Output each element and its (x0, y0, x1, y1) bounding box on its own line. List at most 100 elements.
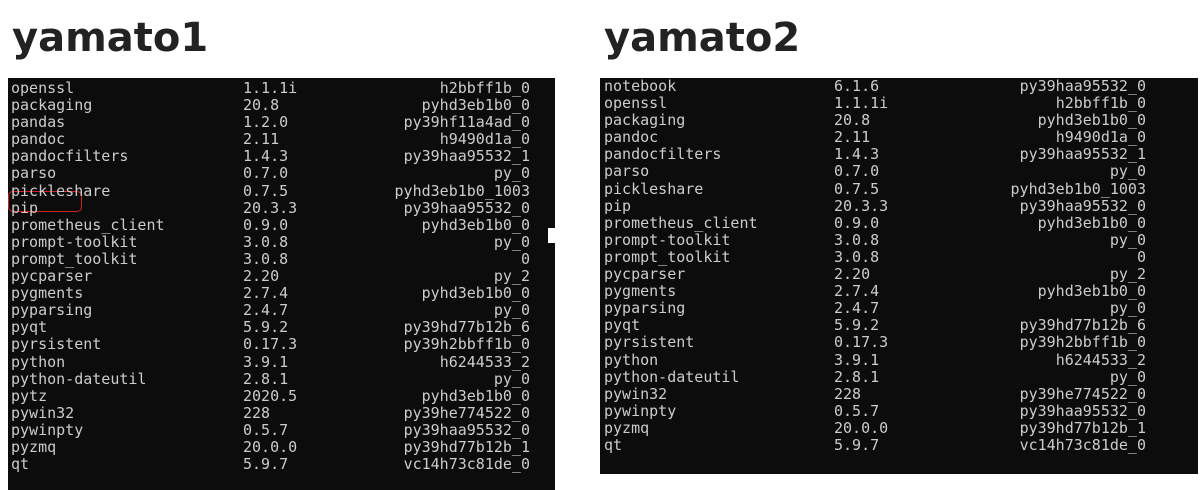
package-build: py_0 (1109, 367, 1146, 386)
package-name: prompt_toolkit (11, 249, 138, 268)
package-name: pandoc (11, 130, 66, 149)
console-cursor (548, 228, 555, 243)
package-version: 3.0.8 (243, 232, 289, 251)
package-name: python (11, 352, 66, 371)
package-build: py_0 (493, 232, 530, 251)
package-version: 0.5.7 (834, 401, 880, 420)
package-build: py39haa95532_0 (1019, 196, 1146, 215)
package-build: pyhd3eb1b0_0 (421, 215, 530, 234)
package-build: py_2 (1109, 265, 1146, 284)
package-name: pyzmq (604, 418, 650, 437)
package-version: 0.17.3 (243, 335, 298, 354)
package-version: 0.17.3 (834, 333, 889, 352)
package-version: 20.3.3 (243, 198, 298, 217)
package-name: python-dateutil (604, 367, 740, 386)
package-version: 2.20 (243, 267, 280, 286)
package-version: 2.20 (834, 265, 871, 284)
package-name: qt (11, 455, 30, 474)
package-version: 3.9.1 (243, 352, 289, 371)
package-name: pandoc (604, 128, 659, 147)
package-name: pyparsing (11, 301, 93, 320)
package-name: packaging (11, 96, 93, 115)
package-build: py_0 (493, 301, 530, 320)
package-build: py39he774522_0 (1019, 384, 1146, 403)
package-version: 5.9.2 (243, 318, 289, 337)
package-version: 3.0.8 (834, 230, 880, 249)
package-build: h9490d1a_0 (439, 130, 530, 149)
package-build: pyhd3eb1b0_0 (421, 96, 530, 115)
package-version: 5.9.7 (243, 455, 289, 474)
package-name: prompt-toolkit (604, 230, 731, 249)
package-version: 2.7.4 (834, 282, 880, 301)
package-version: 3.0.8 (834, 247, 880, 266)
package-build: py_0 (493, 369, 530, 388)
package-version: 5.9.2 (834, 316, 880, 335)
package-build: pyhd3eb1b0_0 (421, 284, 530, 303)
package-version: 1.1.1i (243, 79, 298, 97)
package-name: packaging (604, 111, 686, 130)
package-build: py39hd77b12b_1 (403, 437, 530, 456)
package-name: pandocfilters (604, 145, 722, 164)
package-version: 1.2.0 (243, 113, 289, 132)
package-name: pygments (11, 284, 84, 303)
package-version: 0.7.0 (243, 164, 289, 183)
package-name: parso (604, 162, 650, 181)
package-name: pyqt (604, 316, 641, 335)
package-build: vc14h73c81de_0 (403, 455, 530, 474)
package-version: 6.1.6 (834, 78, 880, 95)
package-version: 1.4.3 (243, 147, 289, 166)
package-version: 2.8.1 (243, 369, 289, 388)
package-name: pandocfilters (11, 147, 129, 166)
package-name: pyqt (11, 318, 48, 337)
package-name: prompt_toolkit (604, 247, 731, 266)
package-version: 228 (243, 403, 271, 422)
package-version: 20.3.3 (834, 196, 889, 215)
package-build: pyhd3eb1b0_1003 (394, 181, 530, 200)
package-name: pyrsistent (11, 335, 102, 354)
package-version: 2020.5 (243, 386, 298, 405)
package-build: py39haa95532_0 (1019, 78, 1146, 95)
package-row: prompt_toolkit 3.0.8 0 (600, 247, 1198, 266)
package-build: py_0 (1109, 299, 1146, 318)
package-version: 3.0.8 (243, 249, 289, 268)
package-build: py39h2bbff1b_0 (1019, 333, 1146, 352)
package-build: 0 (1136, 247, 1146, 266)
package-name: qt (604, 435, 623, 454)
package-build: h6244533_2 (439, 352, 530, 371)
package-row: python 3.9.1 h6244533_2 (8, 352, 555, 371)
package-name: pyparsing (604, 299, 686, 318)
package-name: parso (11, 164, 57, 183)
package-name: python (604, 350, 659, 369)
package-version: 20.0.0 (243, 437, 298, 456)
package-build: h2bbff1b_0 (439, 79, 530, 97)
package-name: pip (604, 196, 632, 215)
package-build: py39hf11a4ad_0 (403, 113, 530, 132)
right-panel-title: yamato2 (604, 15, 801, 61)
package-name: pip (11, 198, 39, 217)
